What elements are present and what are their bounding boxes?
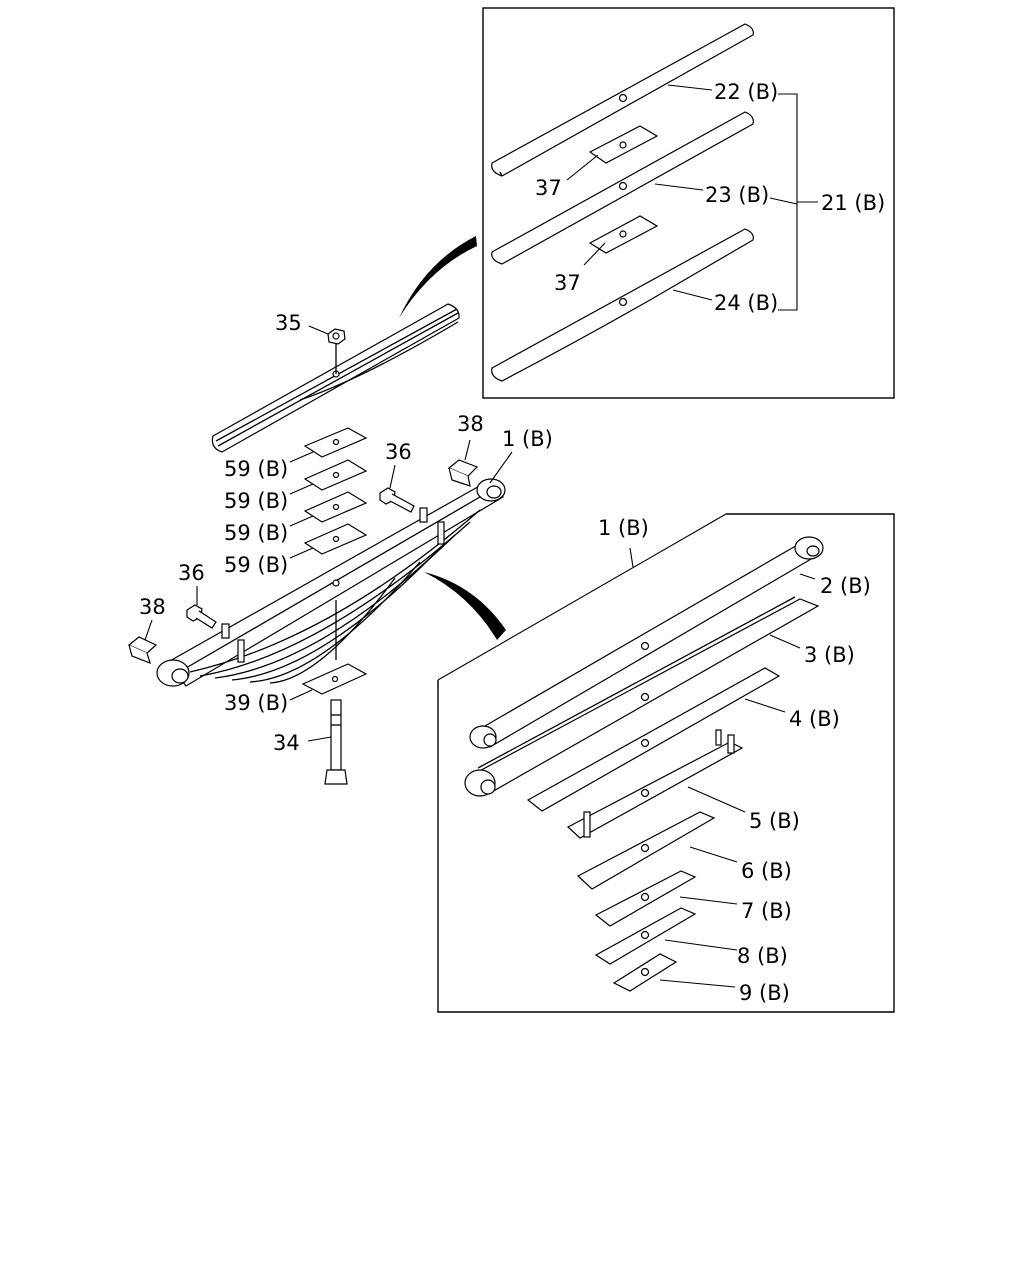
label-38-lower: 38	[139, 595, 166, 619]
callout-wedge-top	[399, 236, 477, 318]
helper-spring-inset-frame	[482, 7, 895, 399]
label-36-upper: 36	[385, 440, 412, 464]
bolt-36-lower	[186, 604, 230, 639]
main-leaf-6	[576, 811, 716, 890]
label-39b: 39 (B)	[224, 691, 288, 715]
main-leaf-4	[526, 667, 781, 812]
label-1b-inset: 1 (B)	[598, 516, 649, 540]
spacer-59-2	[303, 459, 368, 491]
center-bolt-34	[324, 699, 348, 785]
label-59b-2: 59 (B)	[224, 489, 288, 513]
label-35: 35	[275, 311, 302, 335]
main-spring-inset-frame	[437, 513, 895, 1013]
helper-leaf-23	[491, 111, 754, 265]
label-34: 34	[273, 731, 300, 755]
label-7b: 7 (B)	[741, 899, 792, 923]
label-37-upper: 37	[535, 176, 562, 200]
label-4b: 4 (B)	[789, 707, 840, 731]
label-38-upper: 38	[457, 412, 484, 436]
bushing-38-lower	[127, 636, 158, 665]
label-6b: 6 (B)	[741, 859, 792, 883]
label-36-lower: 36	[178, 561, 205, 585]
label-3b: 3 (B)	[804, 643, 855, 667]
spacer-59-3	[303, 491, 368, 523]
label-21b: 21 (B)	[821, 191, 885, 215]
callout-wedge-bottom	[424, 572, 506, 640]
bushing-38-upper	[447, 459, 479, 487]
main-leaf-7	[594, 870, 697, 927]
label-1b-main: 1 (B)	[502, 427, 553, 451]
label-37-lower: 37	[554, 271, 581, 295]
bolt-36-upper	[379, 487, 428, 523]
label-59b-3: 59 (B)	[224, 521, 288, 545]
bracket-21	[769, 93, 818, 311]
main-leaf-spring-assembly	[156, 478, 506, 687]
main-leaf-5	[566, 729, 744, 839]
spacer-59-1	[303, 427, 368, 458]
helper-leaf-22	[491, 23, 754, 177]
helper-leaf-24	[491, 228, 754, 382]
label-59b-4: 59 (B)	[224, 553, 288, 577]
label-2b: 2 (B)	[820, 574, 871, 598]
label-24b: 24 (B)	[714, 291, 778, 315]
main-leaf-9	[612, 953, 678, 992]
helper-spring-assembly	[211, 303, 460, 453]
label-8b: 8 (B)	[737, 944, 788, 968]
main-leaf-3	[464, 596, 820, 797]
main-leaf-2	[469, 536, 824, 749]
label-22b: 22 (B)	[714, 80, 778, 104]
nut-35	[327, 328, 346, 374]
label-9b: 9 (B)	[739, 981, 790, 1005]
label-23b: 23 (B)	[705, 183, 769, 207]
spacer-59-4	[303, 523, 368, 555]
label-5b: 5 (B)	[749, 809, 800, 833]
label-59b-1: 59 (B)	[224, 457, 288, 481]
plate-39	[301, 663, 368, 695]
main-leaf-8	[594, 907, 697, 965]
